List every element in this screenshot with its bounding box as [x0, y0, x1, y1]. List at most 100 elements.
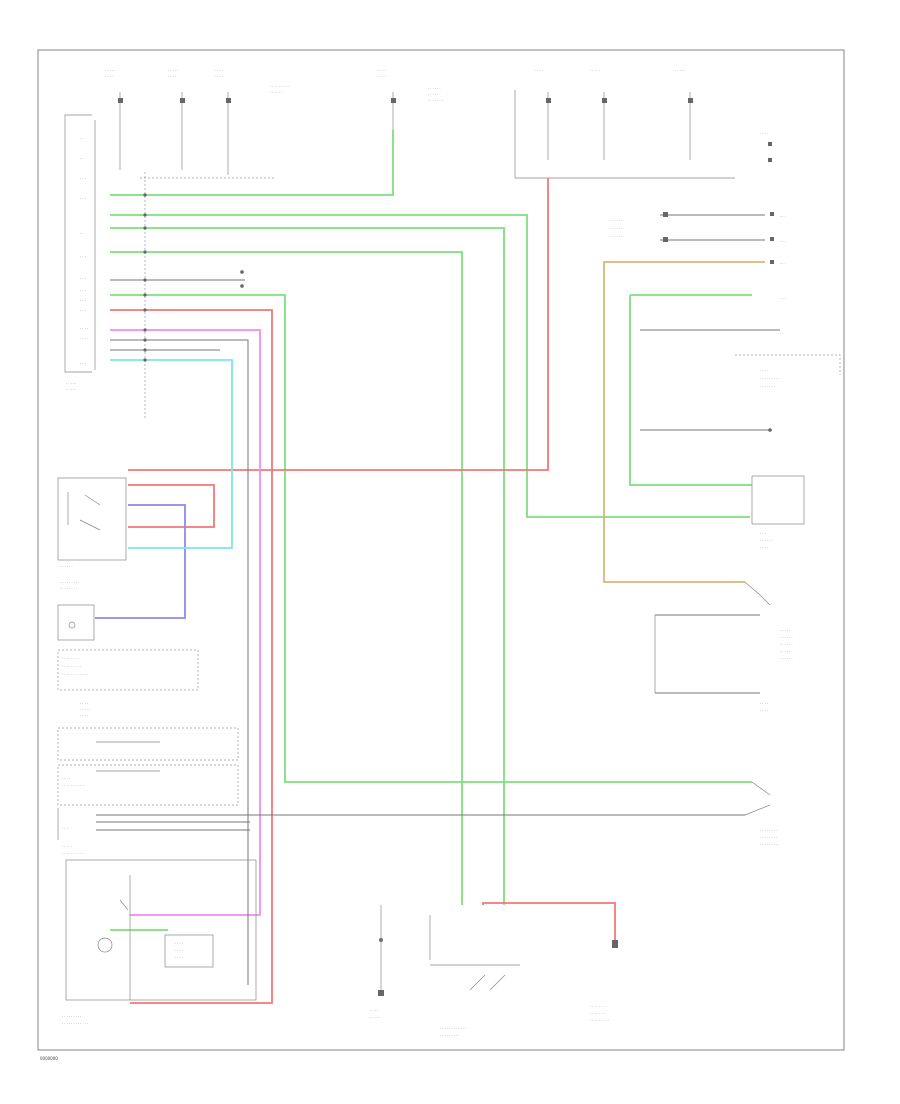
- svg-text:· · · · · ·: · · · · · ·: [610, 235, 623, 239]
- svg-text:· · · · · · · · ·: · · · · · · · · ·: [760, 843, 779, 847]
- splice-dots: [143, 193, 772, 942]
- svg-text:· · · · ·: · · · · ·: [62, 845, 72, 849]
- diagram-frame: [37, 49, 845, 1051]
- svg-text:· · · · · ·: · · · · · ·: [610, 219, 623, 223]
- svg-text:· · ·: · · ·: [80, 255, 86, 259]
- luggage-door-courtesy-switch: · · · · · · · · · · · · · · · · · · · · …: [744, 781, 779, 847]
- green-wires: [110, 130, 752, 931]
- diagram-footer-code: 0000000: [40, 1056, 58, 1061]
- svg-text:· · · ·: · · · ·: [215, 75, 223, 79]
- svg-text:· · · · · · · · ·: · · · · · · · · ·: [440, 1034, 459, 1038]
- svg-text:· · · · · · · · · · · ·: · · · · · · · · · · · ·: [62, 1022, 88, 1026]
- svg-text:· · · · ·: · · · · ·: [105, 69, 115, 73]
- svg-text:· · ·: · · ·: [80, 299, 86, 303]
- svg-text:· ·: · ·: [80, 232, 83, 236]
- svg-text:· · · · · · · · · · · ·: · · · · · · · · · · · ·: [440, 1027, 466, 1031]
- luggage-door-switch: · · · · · · · · · · · · · · · · · · · · …: [654, 581, 793, 713]
- svg-text:· · ·: · · ·: [780, 215, 786, 219]
- svg-text:· · · · · · · · · ·: · · · · · · · · · ·: [62, 784, 84, 788]
- red-wires: [110, 178, 616, 1004]
- svg-text:· · · · · · · · ·: · · · · · · · · ·: [270, 85, 289, 89]
- svg-text:· · ·: · · ·: [780, 297, 786, 301]
- right-upper-connector: · · · · · · · · · · · · · · · · · · · · …: [610, 212, 786, 336]
- svg-text:· · · · · ·: · · · · · ·: [60, 565, 73, 569]
- gray-wires: [96, 214, 780, 985]
- svg-text:· · · · · · · ·: · · · · · · · ·: [62, 657, 79, 661]
- svg-text:· · · · · · · ·: · · · · · · · ·: [760, 836, 777, 840]
- top-middle-fuse-group: · · · · · · · · · · · · · · · · · · · · …: [378, 69, 443, 195]
- svg-text:· · ·: · · ·: [780, 262, 786, 266]
- svg-text:· · · · ·: · · · · ·: [780, 650, 790, 654]
- svg-text:· · · · · ·: · · · · · ·: [428, 87, 441, 91]
- svg-text:· · ·: · · ·: [80, 309, 86, 313]
- bottom-right-connector: · · · · · · · · · · · · · · · · · · · · …: [590, 940, 618, 1023]
- svg-text:· ·: · ·: [780, 332, 783, 336]
- left-switch-stack: · · · · · · · · · · · · · · · · · · · · …: [57, 702, 239, 856]
- svg-text:· · · · · ·: · · · · · ·: [610, 227, 623, 231]
- left-ecu-connector: · · · · · · · · · · · · · · · · · · · · · · …: [64, 114, 96, 392]
- svg-text:· · · · · · · · ·: · · · · · · · · ·: [62, 665, 81, 669]
- svg-text:· · · · ·: · · · · ·: [168, 69, 178, 73]
- bottom-ground-connector: · · · · · · · · ·: [370, 905, 384, 1020]
- top-left-fuse-group: · · · · · · · · · · · · · · · · · · · · …: [105, 69, 289, 175]
- svg-text:· · · ·: · · · ·: [175, 956, 183, 960]
- svg-text:· · · ·: · · · ·: [168, 75, 176, 79]
- svg-text:· · · · · · ·: · · · · · · ·: [760, 385, 775, 389]
- svg-text:· · ·: · · ·: [62, 827, 68, 831]
- cyan-wire: [110, 359, 233, 549]
- svg-text:· · · · · ·: · · · · · ·: [270, 91, 283, 95]
- svg-text:· · · ·: · · · ·: [760, 369, 768, 373]
- svg-text:· · · · ·: · · · · ·: [675, 69, 685, 73]
- svg-text:· ·: · ·: [80, 157, 83, 161]
- svg-text:· · · ·: · · · ·: [378, 75, 386, 79]
- svg-text:· · · · ·: · · · · ·: [66, 388, 76, 392]
- svg-text:· · · ·: · · · ·: [175, 949, 183, 953]
- svg-text:· · · · · · · · ·: · · · · · · · · ·: [760, 377, 779, 381]
- svg-text:· · ·: · · ·: [80, 362, 86, 366]
- svg-text:· · · ·: · · · ·: [80, 327, 88, 331]
- svg-text:· · ·: · · ·: [760, 532, 766, 536]
- top-right-fuse-box: · · · · · · · · · · · · · · · · · ·: [514, 69, 772, 179]
- svg-text:· · · · ·: · · · · ·: [66, 382, 76, 386]
- svg-text:· · · · ·: · · · · ·: [370, 1016, 380, 1020]
- svg-text:· · · · · · ·: · · · · · · ·: [590, 1012, 605, 1016]
- blue-wire: [95, 504, 186, 619]
- svg-text:· · · · · ·: · · · · · ·: [760, 539, 773, 543]
- svg-text:· · · · · · · · · · · ·: · · · · · · · · · · · ·: [62, 673, 88, 677]
- svg-text:· · · · ·: · · · · ·: [80, 708, 90, 712]
- svg-text:· · ·: · · ·: [80, 277, 86, 281]
- svg-text:· · · · · · ·: · · · · · · ·: [428, 99, 443, 103]
- svg-text:· · · ·: · · · ·: [62, 777, 70, 781]
- svg-text:· · · ·: · · · ·: [370, 1009, 378, 1013]
- svg-text:· · · ·: · · · ·: [760, 132, 768, 136]
- fuel-lid-relay: · · · · · · · · · · · · · · · · · · · · …: [57, 477, 127, 591]
- svg-text:· · ·: · · ·: [80, 197, 86, 201]
- svg-text:· · · · · · · · ·: · · · · · · · · ·: [60, 581, 79, 585]
- svg-text:· · · · · · · ·: · · · · · · · ·: [760, 829, 777, 833]
- svg-text:· · · · · · · · ·: · · · · · · · · ·: [62, 1015, 81, 1019]
- svg-text:· · · ·: · · · ·: [80, 337, 88, 341]
- right-ecu-block: · · · · · · · · · · · · · · · · · · · ·: [735, 354, 841, 389]
- svg-text:· · · · · · · ·: · · · · · · · ·: [60, 587, 77, 591]
- svg-text:· · ·: · · ·: [80, 289, 86, 293]
- svg-text:· · · ·: · · · ·: [760, 709, 768, 713]
- svg-text:· · · ·: · · · ·: [105, 75, 113, 79]
- svg-text:· · · ·: · · · ·: [215, 69, 223, 73]
- svg-text:· · · · ·: · · · · ·: [428, 93, 438, 97]
- luggage-compartment-door-lock-assembly: · · · · · · · · · · · · · · · · · · · · …: [429, 915, 520, 1038]
- svg-text:· · · · · · · · ·: · · · · · · · · ·: [590, 1019, 609, 1023]
- svg-text:· · · ·: · · · ·: [378, 69, 386, 73]
- pink-wire: [110, 329, 261, 916]
- svg-text:· · · · · · ·: · · · · · · ·: [590, 1005, 605, 1009]
- svg-text:· ·: · ·: [80, 137, 83, 141]
- right-switch-box: · · · · · · · · · · · · ·: [751, 475, 805, 550]
- fuel-lid-opener-motor: · · · · · · · · · · · · · · · · · · · · …: [57, 604, 199, 691]
- svg-text:· · · · · ·: · · · · · ·: [780, 657, 793, 661]
- svg-text:· · · · · ·: · · · · · ·: [780, 643, 793, 647]
- tan-wire: [603, 261, 765, 583]
- luggage-door-lock-assembly: · · · · · · · · · · · · · · · · · · · · …: [62, 859, 257, 1026]
- svg-text:· · · ·: · · · ·: [760, 546, 768, 550]
- svg-text:· · · ·: · · · ·: [760, 702, 768, 706]
